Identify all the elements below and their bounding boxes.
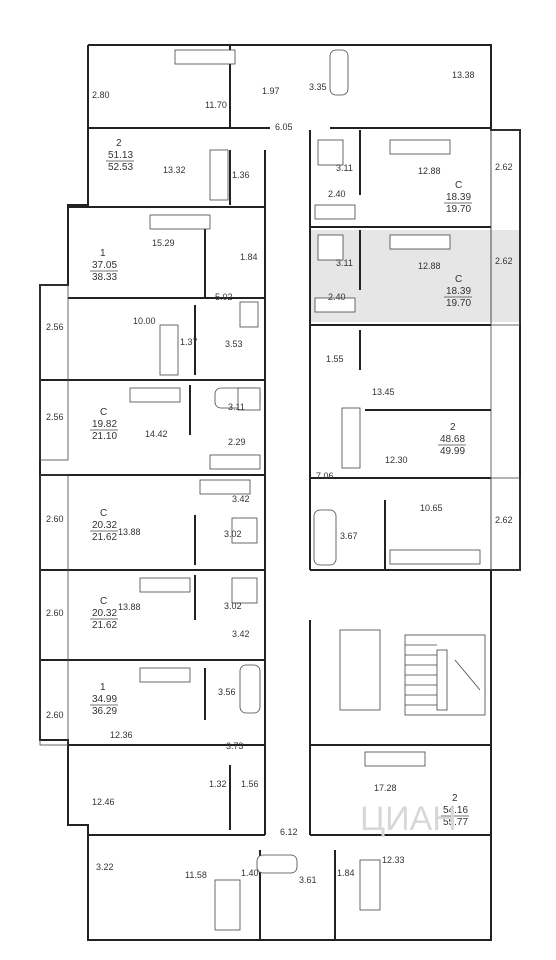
room-area-label: 3.67 (340, 531, 358, 541)
room-area-label: 3.42 (232, 494, 250, 504)
apartment-rooms: 1 (100, 248, 106, 259)
apartment-living-area: 54.16 (443, 805, 468, 816)
room-area-label: 1.56 (241, 779, 259, 789)
room-area-label: 2.60 (46, 514, 64, 524)
room-area-label: 10.65 (420, 503, 443, 513)
room-area-label: 11.58 (185, 870, 207, 880)
apartment-rooms: 2 (116, 138, 122, 149)
apartment-living-area: 20.32 (92, 520, 117, 531)
apartment-total-area: 52.53 (108, 162, 133, 173)
room-area-label: 3.11 (336, 163, 353, 173)
room-area-label: 12.88 (418, 261, 441, 271)
room-area-label: 3.11 (336, 258, 353, 268)
room-area-label: 1.40 (241, 868, 259, 878)
partition-walls (40, 45, 492, 940)
apartment-total-area: 19.70 (446, 204, 471, 215)
room-area-label: 13.88 (118, 602, 141, 612)
room-area-label: 2.56 (46, 412, 64, 422)
room-area-label: 2.40 (328, 292, 346, 302)
apartment-total-area: 19.70 (446, 298, 471, 309)
room-area-label: 1.36 (232, 170, 250, 180)
room-area-label: 2.56 (46, 322, 64, 332)
apartment-living-area: 48.68 (440, 434, 465, 445)
room-area-label: 2.62 (495, 256, 513, 266)
room-area-label: 6.05 (275, 122, 293, 132)
room-area-label: 2.60 (46, 710, 64, 720)
apartment-total-area: 21.62 (92, 532, 117, 543)
fixtures (129, 49, 481, 931)
apartment-rooms: 1 (100, 682, 106, 693)
room-area-label: 2.80 (92, 90, 110, 100)
room-area-label: 2.29 (228, 437, 246, 447)
staircase (339, 629, 486, 716)
room-area-label: 13.88 (118, 527, 141, 537)
apartment-total-area: 36.29 (92, 706, 117, 717)
apartment-total-area: 21.10 (92, 431, 117, 442)
apartment-rooms: 2 (452, 793, 458, 804)
room-area-label: 1.37 (180, 337, 198, 347)
apartment-rooms: С (455, 180, 462, 191)
apartment-rooms: С (100, 596, 107, 607)
apartment-fraction-lines (90, 160, 472, 817)
room-area-label: 1.84 (240, 252, 258, 262)
room-area-label: 3.02 (224, 601, 242, 611)
apartment-living-area: 34.99 (92, 694, 117, 705)
apartment-total-area: 55.77 (443, 817, 468, 828)
room-area-label: 2.62 (495, 515, 513, 525)
room-area-label: 6.12 (280, 827, 298, 837)
room-area-label: 3.56 (218, 687, 236, 697)
room-area-label: 3.61 (299, 875, 317, 885)
apartment-living-area: 19.82 (92, 419, 117, 430)
room-area-label: 3.53 (225, 339, 243, 349)
apartment-living-area: 20.32 (92, 608, 117, 619)
balconies (39, 129, 521, 746)
room-area-label: 12.88 (418, 166, 441, 176)
apartment-rooms: С (455, 274, 462, 285)
room-area-label: 3.11 (228, 402, 245, 412)
room-area-label: 10.00 (133, 316, 156, 326)
room-area-label: 12.46 (92, 797, 115, 807)
room-area-label: 5.02 (215, 292, 233, 302)
room-area-label: 1.84 (337, 868, 355, 878)
room-area-label: 2.40 (328, 189, 346, 199)
room-area-label: 2.60 (46, 608, 64, 618)
room-labels: 2.80 11.70 1.97 3.35 13.38 6.05 2 51.13 … (46, 70, 513, 885)
room-area-label: 14.42 (145, 429, 168, 439)
room-area-label: 3.73 (226, 741, 244, 751)
room-area-label: 3.42 (232, 629, 250, 639)
apartment-living-area: 51.13 (108, 150, 133, 161)
room-area-label: 17.28 (374, 783, 397, 793)
room-area-label: 12.30 (385, 455, 408, 465)
apartment-rooms: 2 (450, 422, 456, 433)
apartment-living-area: 37.05 (92, 260, 117, 271)
apartment-total-area: 21.62 (92, 620, 117, 631)
room-area-label: 12.33 (382, 855, 405, 865)
room-area-label: 15.29 (152, 238, 175, 248)
apartment-living-area: 18.39 (446, 192, 471, 203)
room-area-label: 1.55 (326, 354, 344, 364)
room-area-label: 7.06 (316, 471, 334, 481)
room-area-label: 11.70 (205, 100, 227, 110)
apartment-rooms: С (100, 508, 107, 519)
room-area-label: 12.36 (110, 730, 133, 740)
room-area-label: 13.38 (452, 70, 475, 80)
room-area-label: 3.22 (96, 862, 114, 872)
room-area-label: 3.35 (309, 82, 327, 92)
room-area-label: 3.02 (224, 529, 242, 539)
room-area-label: 2.62 (495, 162, 513, 172)
room-area-label: 1.97 (262, 86, 280, 96)
apartment-total-area: 38.33 (92, 272, 117, 283)
room-area-label: 13.32 (163, 165, 186, 175)
apartment-living-area: 18.39 (446, 286, 471, 297)
apartment-total-area: 49.99 (440, 446, 465, 457)
room-area-label: 1.32 (209, 779, 227, 789)
apartment-rooms: С (100, 407, 107, 418)
room-area-label: 13.45 (372, 387, 395, 397)
watermark: ЦИАН (360, 800, 457, 838)
